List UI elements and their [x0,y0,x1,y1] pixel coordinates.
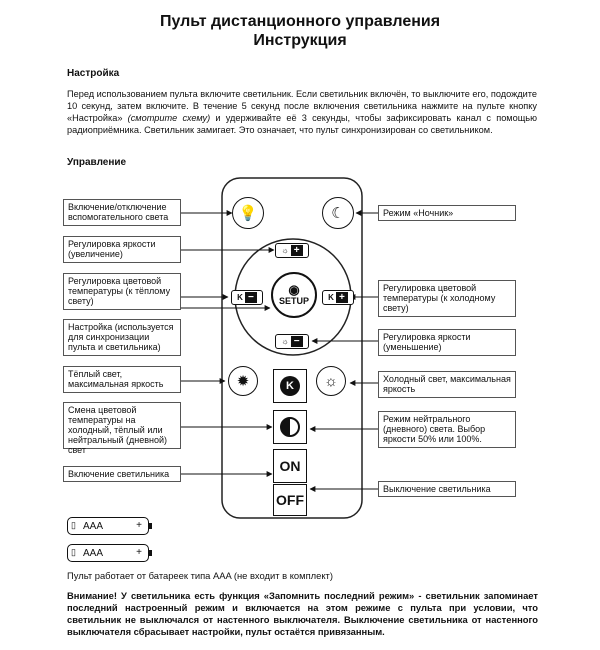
brightness-down-button[interactable]: ☼ − [275,334,309,349]
label-change-color-temp: Смена цветовой температуры на холодный, … [63,402,181,455]
color-temp-cycle-button[interactable]: K [273,369,307,403]
battery-minus: ▯ [71,520,76,530]
plus-icon: + [290,245,303,256]
title-line-1: Пульт дистанционного управления [159,13,441,30]
label-night-mode: Режим «Ночник» [378,205,516,221]
plus-icon: + [335,292,348,303]
setup-text-italic: (смотрите схему) [127,113,211,123]
battery-note: Пульт работает от батареек типа AAA (не … [67,570,333,581]
cold-max-button[interactable]: ☼ [316,366,346,396]
label-cold-max: Холодный свет, максимальная яркость [378,371,516,398]
battery-label: AAA [83,520,104,532]
label-aux-light: Включение/отключение вспомогательного св… [63,199,181,226]
label-power-on: Включение светильника [63,466,181,482]
warning-paragraph: Внимание! У светильника есть функция «За… [67,590,538,637]
neutral-mode-button[interactable] [273,410,307,444]
setup-paragraph: Перед использованием пульта включите све… [67,88,537,136]
on-button[interactable]: ON [273,449,307,483]
setup-label: SETUP [278,296,309,306]
label-setup: Настройка (используется для синхронизаци… [63,319,181,356]
control-heading: Управление [67,157,127,168]
brightness-up-button[interactable]: ☼ + [275,243,309,258]
wifi-icon: ◉ [288,282,300,297]
battery-1: ▯ AAA + [67,517,152,535]
aux-light-button[interactable]: 💡 [232,197,264,229]
battery-plus: + [136,520,142,531]
cold-sun-icon: ☼ [324,372,338,390]
label-warm-max: Тёплый свет, максимальная яркость [63,366,181,393]
off-button[interactable]: OFF [273,484,307,516]
label-brightness-down: Регулировка яркости (уменьшение) [378,329,516,356]
battery-nub [149,550,152,556]
battery-plus: + [136,547,142,558]
moon-star-icon: ☾ [331,205,345,222]
label-neutral-mode: Режим нейтрального (дневного) света. Выб… [378,411,516,448]
sun-icon: ☼ [281,246,289,255]
title-line-2: Инструкция [253,32,347,49]
warm-sun-icon: ✹ [236,373,250,390]
bulb-icon: 💡 [238,205,258,222]
battery-2: ▯ AAA + [67,544,152,562]
label-color-temp-warm: Регулировка цветовой температуры (к тёпл… [63,273,181,310]
minus-icon: − [244,292,257,303]
label-power-off: Выключение светильника [378,481,516,497]
document-title: Пульт дистанционного управления Инструкц… [0,12,600,50]
battery-label: AAA [83,547,104,559]
cold-temp-button[interactable]: K + [322,290,354,305]
k-icon: K [328,293,334,302]
minus-icon: − [290,336,303,347]
warm-max-button[interactable]: ✹ [228,366,258,396]
setup-text-1: Перед использованием пульта включите све… [67,89,537,123]
warm-temp-button[interactable]: K − [231,290,263,305]
half-circle-icon [280,417,300,437]
sun-icon: ☼ [281,337,289,346]
battery-nub [149,523,152,529]
setup-text-2: и удерживайте её 3 секунды, чтобы зафикс… [67,113,537,135]
setup-button[interactable]: ◉ SETUP [271,272,317,318]
setup-heading: Настройка [67,68,120,79]
battery-minus: ▯ [71,547,76,557]
label-color-temp-cold: Регулировка цветовой температуры (к холо… [378,280,516,317]
k-icon: K [237,293,243,302]
k-moon-icon: K [280,376,300,396]
night-mode-button[interactable]: ☾ [322,197,354,229]
label-brightness-up: Регулировка яркости (увеличение) [63,236,181,263]
